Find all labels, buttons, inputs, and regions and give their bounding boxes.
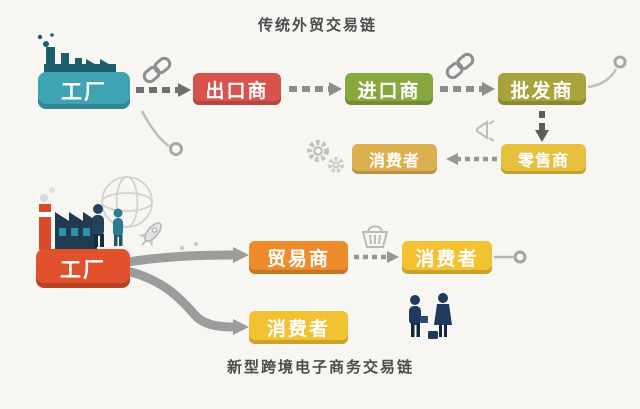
ring-endpoint (169, 142, 183, 156)
node-consumer-traditional: 消费者 (352, 144, 437, 174)
shopping-basket-icon (361, 225, 389, 248)
decor-dot (194, 242, 198, 246)
chain-link-icon-2 (445, 52, 475, 80)
megaphone-icon (476, 120, 495, 142)
node-exporter: 出口商 (193, 73, 281, 105)
node-importer: 进口商 (345, 73, 433, 105)
arrow-factory-exporter (136, 83, 191, 97)
arrow-exporter-importer (289, 82, 342, 96)
globe-icon (101, 176, 153, 228)
business-people-icon (409, 293, 452, 339)
arrowhead-to-consumer (233, 319, 249, 335)
factory-drop-line (140, 110, 183, 156)
arrow-trader-consumer (354, 251, 399, 263)
decor-dot (180, 246, 184, 250)
gears-icon (307, 140, 344, 173)
node-consumer-via-trader: 消费者 (402, 241, 492, 274)
node-retailer: 零售商 (501, 144, 586, 174)
node-trader: 贸易商 (249, 241, 348, 274)
node-wholesaler: 批发商 (498, 73, 586, 105)
node-consumer-direct: 消费者 (249, 311, 348, 344)
node-factory-traditional: 工厂 (38, 72, 130, 109)
workers-icon (92, 204, 123, 247)
top-chain-title: 传统外贸交易链 (258, 17, 378, 34)
arrowhead-to-trader (233, 247, 249, 263)
consumer-tail-line (494, 250, 527, 264)
thick-branch-arrows (122, 250, 238, 332)
factory-icon-bottom (39, 187, 97, 250)
chain-link-icon (142, 56, 172, 84)
arrow-retailer-consumer (446, 153, 497, 165)
bottom-chain-title: 新型跨境电子商务交易链 (227, 359, 415, 376)
ring-endpoint (613, 55, 627, 69)
wholesaler-tail-line (587, 55, 627, 89)
rocket-icon (138, 222, 162, 247)
ring-endpoint (513, 250, 527, 264)
node-factory-ecommerce: 工厂 (36, 249, 130, 288)
arrow-importer-wholesaler (440, 82, 495, 96)
arrow-wholesaler-retailer (535, 111, 549, 142)
factory-icon-top (37, 33, 116, 74)
